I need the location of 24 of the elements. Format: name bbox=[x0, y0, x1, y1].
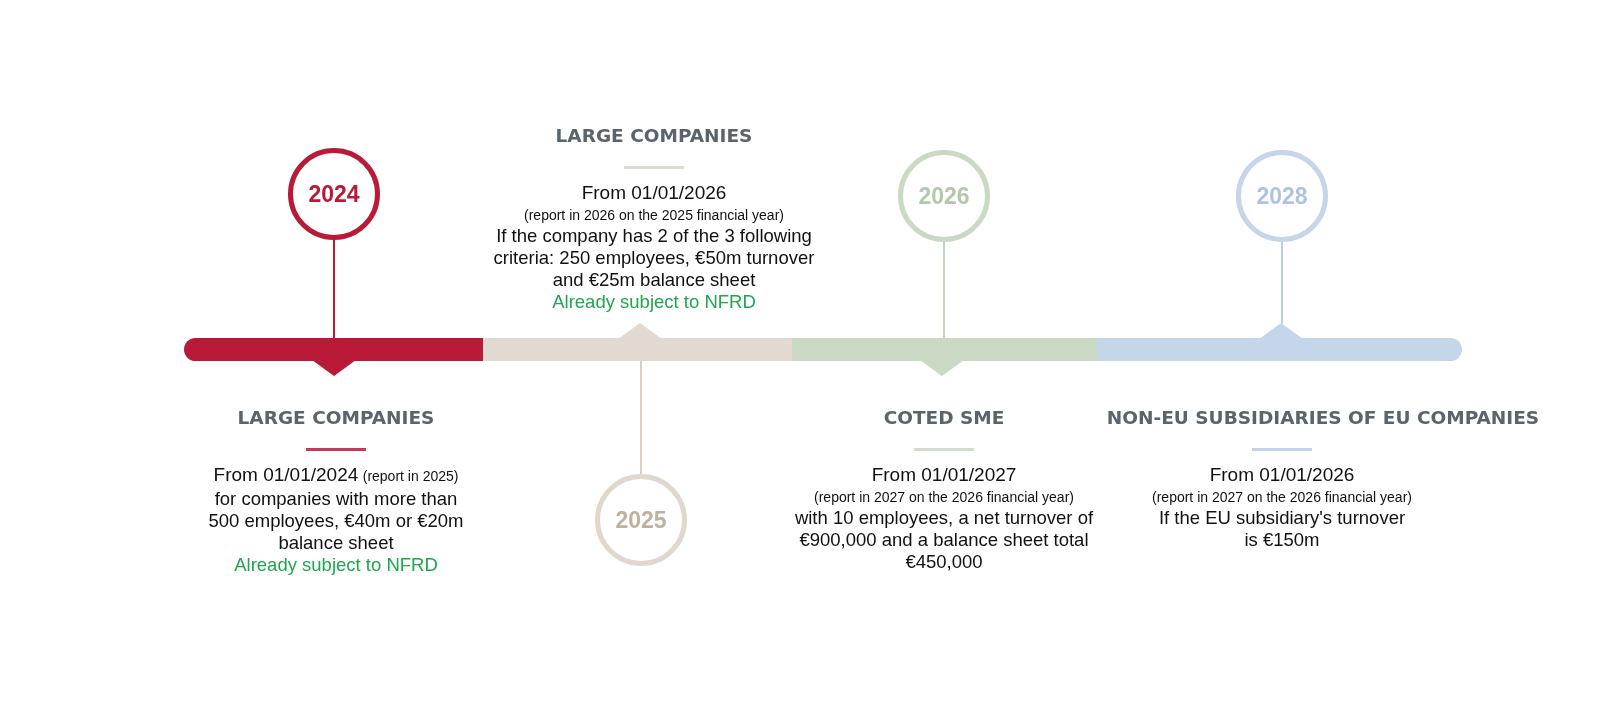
note-text: (report in 2027 on the 2026 financial year) bbox=[1152, 488, 1412, 507]
connector-line bbox=[640, 360, 642, 475]
date-text: From 01/01/2026 bbox=[1209, 464, 1355, 485]
year-label: 2025 bbox=[615, 507, 667, 533]
date-text: From 01/01/2026 bbox=[581, 182, 727, 203]
criteria-text: If the company has 2 of the 3 following criteria: 250 employees, €50m turnover and €25m balance sheet bbox=[492, 225, 816, 291]
year-label: 2026 bbox=[918, 183, 970, 209]
criteria-text: with 10 employees, a net turnover of €900,000 and a balance sheet total €450,000 bbox=[793, 507, 1095, 573]
note-text: (report in 2026 on the 2025 financial year) bbox=[524, 206, 784, 225]
criteria-text: If the EU subsidiary's turnover is €150m bbox=[1157, 507, 1407, 551]
section-heading: LARGE COMPANIES bbox=[237, 407, 435, 429]
year-label: 2028 bbox=[1256, 183, 1308, 209]
section-heading: NON-EU SUBSIDIARIES OF EU COMPANIES bbox=[1106, 407, 1540, 429]
section-heading: LARGE COMPANIES bbox=[555, 125, 753, 147]
date-text: From 01/01/2024 bbox=[213, 464, 359, 485]
criteria-text: for companies with more than 500 employees, €40m or €20m balance sheet bbox=[207, 488, 465, 554]
section-heading: COTED SME bbox=[883, 407, 1005, 429]
status-text: Already subject to NFRD bbox=[552, 291, 756, 313]
connector-line bbox=[1281, 241, 1283, 325]
note-text: (report in 2027 on the 2026 financial year) bbox=[814, 488, 1074, 507]
year-label: 2024 bbox=[308, 181, 360, 207]
note-text: (report in 2025) bbox=[362, 468, 459, 484]
status-text: Already subject to NFRD bbox=[234, 554, 438, 576]
date-text: From 01/01/2027 bbox=[871, 464, 1017, 485]
